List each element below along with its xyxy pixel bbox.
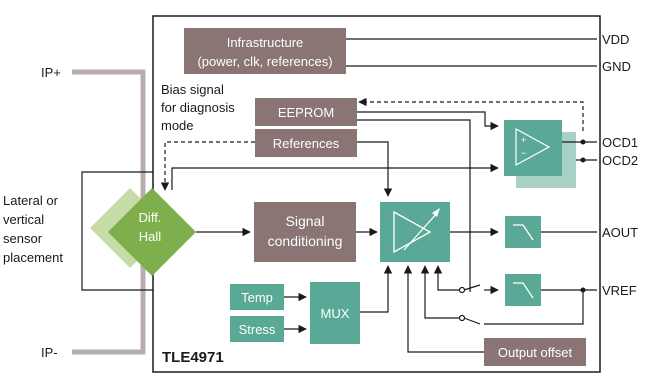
pin-gnd: GND: [602, 59, 631, 74]
hall-label-2: Hall: [139, 229, 162, 244]
infrastructure-label-2: (power, clk, references): [197, 54, 332, 69]
output-offset-block: [484, 338, 586, 366]
ocd1-comparator: [504, 120, 562, 176]
infrastructure-label-1: Infrastructure: [227, 35, 304, 50]
ocd2-node: [580, 157, 586, 163]
mux-input-wires: [284, 292, 307, 334]
pin-ip-minus: IP-: [41, 345, 58, 360]
ocd-wires: [562, 141, 597, 161]
pin-aout: AOUT: [602, 225, 638, 240]
control-wires: [171, 111, 499, 292]
bias-signal-annotation-1: Bias signal: [161, 82, 224, 97]
comparator-minus: −: [521, 148, 526, 158]
stress-label: Stress: [239, 322, 276, 337]
amplifier-adjust-arrowhead: [432, 208, 440, 217]
references-block: [255, 129, 357, 157]
vref-filter-symbol: [513, 282, 534, 299]
pin-vref: VREF: [602, 283, 637, 298]
comparator-symbol: [515, 127, 551, 167]
switch1-contact: [458, 286, 466, 294]
temp-block: [230, 284, 284, 310]
eeprom-block: [255, 98, 357, 126]
amplifier-block: [380, 202, 450, 262]
mux-label: MUX: [321, 306, 350, 321]
output-offset-label: Output offset: [498, 345, 573, 360]
vref-node: [580, 287, 586, 293]
comparator-plus: +: [521, 135, 526, 145]
placement-annotation-4: placement: [3, 250, 63, 265]
stress-block: [230, 316, 284, 342]
amplifier-adjust-arrow: [403, 211, 439, 251]
bias-dashed-lines: [160, 97, 584, 191]
pin-ocd2: OCD2: [602, 153, 638, 168]
bias-signal-annotation-2: for diagnosis: [161, 100, 235, 115]
hall-sensor: [108, 188, 196, 276]
placement-annotation-1: Lateral or: [3, 193, 58, 208]
signal-conditioning-block: [254, 202, 356, 262]
pin-ip-plus: IP+: [41, 65, 61, 80]
placement-annotation-2: vertical: [3, 212, 45, 227]
amplifier-input-wires: [360, 265, 484, 353]
placement-bracket: [81, 171, 153, 291]
pin-ocd1: OCD1: [602, 135, 638, 150]
aout-filter: [505, 216, 541, 248]
temp-label: Temp: [241, 290, 273, 305]
ocd1-node: [580, 139, 586, 145]
signal-conditioning-label-2: conditioning: [268, 233, 343, 249]
vref-wires: [463, 284, 597, 325]
placement-annotation-3: sensor: [3, 231, 43, 246]
switch2-contact: [458, 314, 466, 322]
eeprom-label: EEPROM: [278, 105, 334, 120]
pin-vdd: VDD: [602, 32, 629, 47]
vref-filter: [505, 274, 541, 306]
signal-conditioning-label-1: Signal: [286, 213, 325, 229]
aout-filter-symbol: [513, 224, 534, 241]
references-label: References: [273, 136, 340, 151]
chip-label: TLE4971: [162, 349, 224, 366]
hall-label-1: Diff.: [139, 210, 162, 225]
infrastructure-block: [184, 28, 346, 74]
mux-block: [310, 282, 360, 344]
bias-signal-annotation-3: mode: [161, 118, 194, 133]
